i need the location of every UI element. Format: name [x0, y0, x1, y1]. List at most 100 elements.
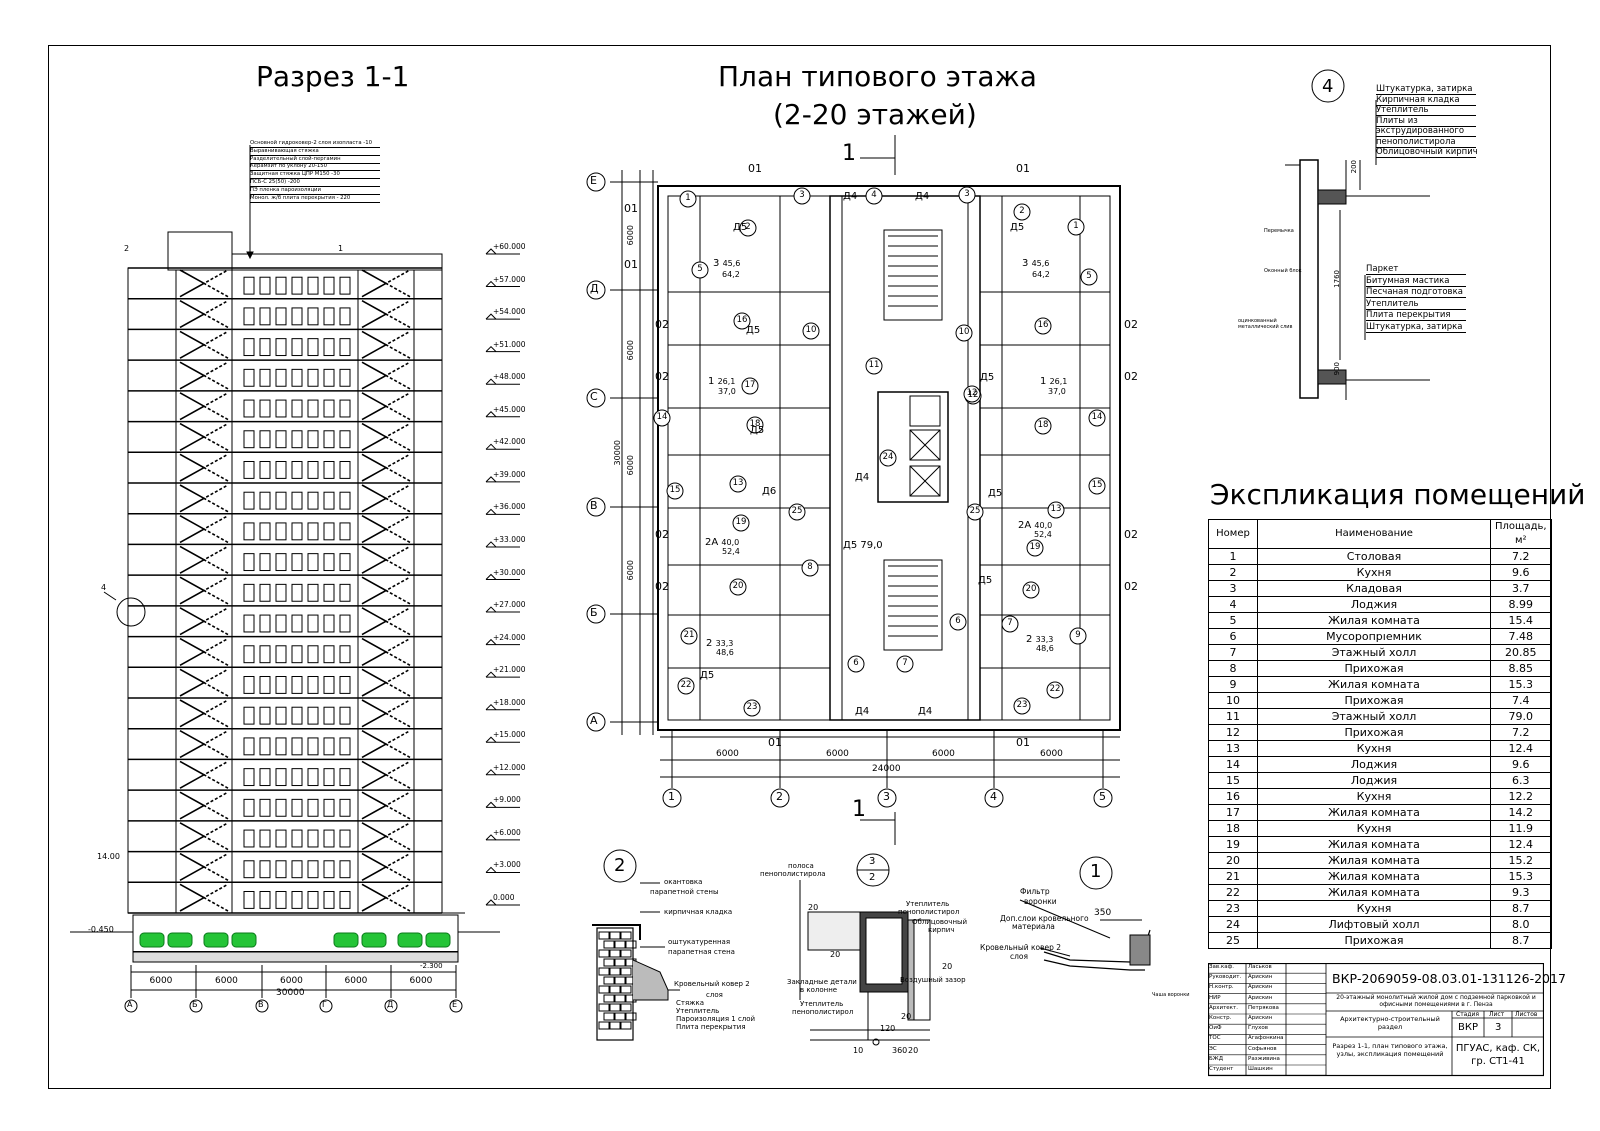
section-axis-label: Е: [452, 1000, 458, 1009]
room-number: 23: [1016, 700, 1028, 710]
room-number-circle: [1069, 627, 1087, 645]
room-name: Жилая комната: [1257, 868, 1491, 885]
plan-axis-row-label: А: [590, 714, 598, 727]
elevation-triangle: [485, 345, 497, 353]
room-name: Жилая комната: [1257, 676, 1491, 693]
stage-value: ВКР: [1458, 1022, 1478, 1033]
window: [307, 860, 319, 879]
elevation-label: +45.000: [493, 404, 526, 414]
room-number-circle: [1047, 501, 1065, 519]
elevation-label: +30.000: [493, 567, 526, 577]
room-number-circle: [879, 449, 897, 467]
plan-title: План типового этажа: [718, 60, 1037, 93]
room-name: Жилая комната: [1257, 852, 1491, 869]
roof-layer: Монол. ж/б плита перекрытия - 220: [250, 195, 380, 203]
node-1-label: Фильтр: [1020, 887, 1050, 896]
plan-window-label: 02: [655, 580, 669, 593]
stamp-person: Шашкин: [1248, 1066, 1273, 1072]
room-number: 22: [680, 680, 692, 690]
room-number-circle: [746, 416, 764, 434]
elevation-triangle: [485, 736, 497, 743]
node-1-label: материала: [1012, 922, 1055, 931]
room-number: 6: [853, 658, 859, 668]
room-number: 17: [744, 380, 756, 390]
stair-flight: [384, 607, 411, 636]
stair-flight: [202, 883, 229, 912]
plan-door-label: Д5: [980, 372, 995, 383]
plan-door-label: Д4: [855, 472, 870, 483]
room-area: 8.7: [1490, 932, 1552, 949]
wall-layer: Плиты из: [1376, 116, 1476, 127]
elevation-label: +57.000: [493, 274, 526, 284]
plan-hall-area: Д5 79,0: [843, 540, 883, 551]
plan-apt-area: 52,4: [1034, 530, 1052, 539]
stage-header: Стадия: [1456, 1011, 1480, 1018]
plan-window-label: 01: [768, 736, 782, 749]
brick: [603, 994, 615, 1003]
window: [275, 461, 287, 479]
room-number-circle: [1034, 317, 1052, 335]
room-number-circle: [1088, 409, 1106, 427]
room-area: 8.7: [1490, 900, 1552, 917]
row-number: 10: [1208, 692, 1258, 709]
room-name: Этажный холл: [1257, 708, 1491, 725]
car-icon: [139, 932, 165, 948]
elevation-triangle: [485, 671, 497, 678]
window: [275, 676, 287, 694]
stamp-person: Петрякова: [1248, 1004, 1279, 1011]
room-area: 9.6: [1490, 564, 1552, 581]
window: [291, 399, 303, 418]
stair-flight: [384, 269, 411, 298]
elevation-triangle: [485, 899, 497, 906]
window: [291, 798, 303, 817]
elevation-label: +33.000: [493, 534, 526, 544]
plan-dim-total: 24000: [872, 764, 901, 774]
room-number-circle: [1034, 417, 1052, 435]
row-number: 8: [1208, 660, 1258, 677]
brick: [609, 931, 621, 940]
window: [243, 645, 255, 664]
window: [291, 860, 303, 879]
plan-apt-label: 1 26,1: [708, 376, 736, 387]
sheets-header: Листов: [1515, 1011, 1538, 1018]
plan-window-label: 01: [624, 202, 638, 215]
elevation-triangle: [485, 834, 497, 841]
plan-dim-bottom: 6000: [1040, 749, 1063, 759]
room-number: 9: [1075, 630, 1081, 640]
stamp-role: ОиФ: [1209, 1025, 1222, 1032]
window: [339, 737, 351, 756]
window: [275, 430, 287, 449]
room-number: 1: [685, 193, 691, 203]
window: [323, 645, 335, 664]
plan-window-label: 01: [1016, 736, 1030, 749]
stair-flight: [202, 791, 229, 820]
node-4-note: Перемычка: [1264, 228, 1294, 234]
window: [307, 399, 319, 418]
room-number: 8: [807, 562, 813, 572]
row-number: 3: [1208, 580, 1258, 597]
elevation-label: +48.000: [493, 372, 526, 382]
window: [275, 553, 287, 572]
room-area: 20.85: [1490, 644, 1552, 661]
section-axis-label: В: [258, 1000, 264, 1009]
window: [243, 368, 255, 387]
stamp-role: ТОС: [1209, 1035, 1221, 1042]
wall-layer: Облицовочный кирпич: [1376, 147, 1478, 158]
plan-door-label: Д5: [1010, 222, 1025, 233]
window: [275, 276, 287, 295]
room-number: 10: [805, 325, 817, 335]
window: [275, 368, 287, 387]
room-number-circle: [793, 187, 811, 205]
section-dim: 6000: [344, 976, 368, 986]
window: [323, 798, 335, 817]
room-number: 5: [697, 264, 703, 274]
room-area: 7.2: [1490, 724, 1552, 741]
node-4-mark: 4: [1322, 76, 1334, 97]
